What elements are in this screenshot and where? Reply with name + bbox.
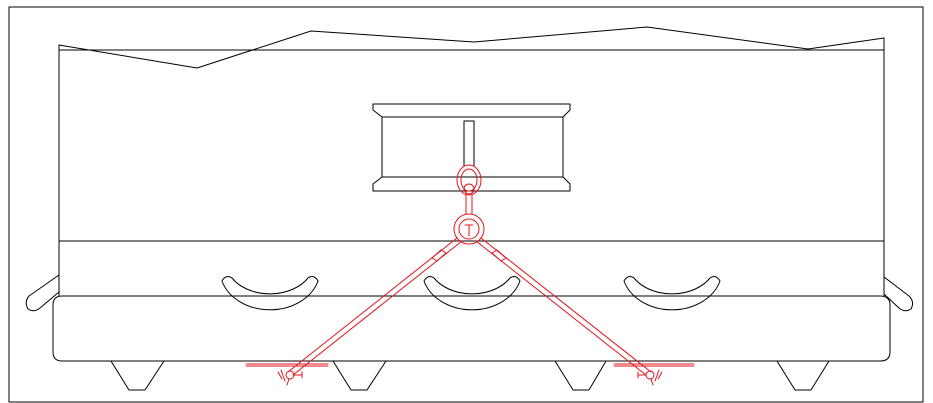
i-beam-load — [372, 103, 571, 192]
u-handle-left — [221, 276, 319, 311]
drawing-frame — [8, 6, 924, 403]
side-lever-right — [883, 276, 914, 312]
foot-4 — [776, 360, 830, 391]
left-wire-sling — [287, 237, 463, 376]
hook-shackle — [456, 164, 482, 215]
right-wire-sling — [475, 237, 652, 376]
wagon-upper-body — [58, 37, 885, 297]
top-profile-line — [58, 26, 885, 69]
right-turnbuckle-anchor — [613, 363, 695, 386]
wagon-base — [52, 295, 891, 362]
u-handle-right — [623, 276, 721, 311]
foot-3 — [554, 360, 607, 391]
u-handle-center — [423, 276, 521, 311]
side-lever-left — [25, 274, 60, 312]
foot-2 — [332, 360, 387, 391]
left-turnbuckle-anchor — [245, 363, 329, 386]
foot-1 — [110, 360, 165, 391]
master-ring — [453, 213, 485, 245]
